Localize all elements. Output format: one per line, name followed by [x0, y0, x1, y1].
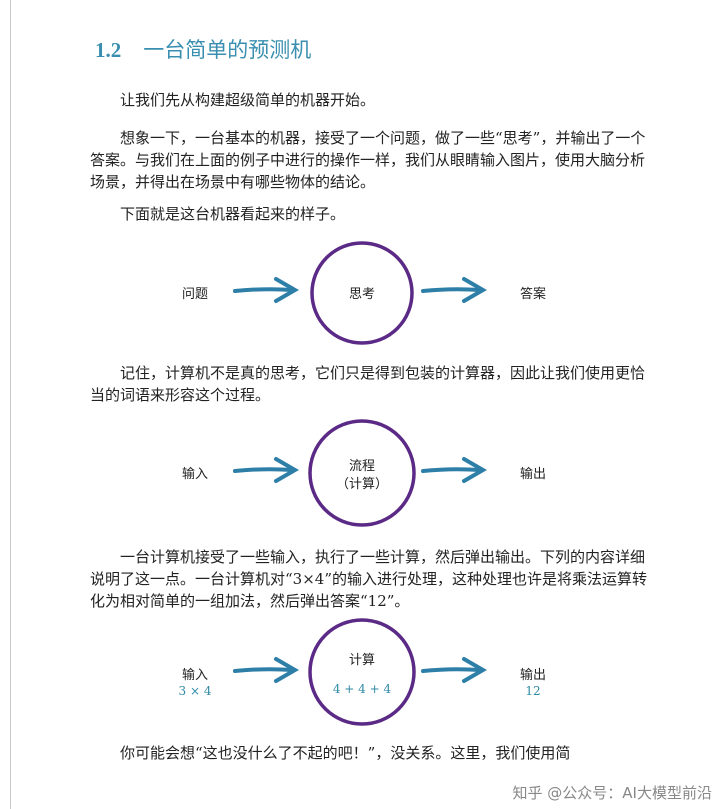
- diagram-process-graphic: [233, 419, 487, 527]
- page-edge-line: [10, 0, 11, 809]
- diagram1-left-label: 问题: [181, 287, 208, 302]
- arrow-in-icon: [233, 457, 299, 483]
- diagram2-center-label: 流程: [348, 459, 375, 474]
- paragraph-5: 一台计算机接受了一些输入，执行了一些计算，然后弹出输出。下列的内容详细说明了这一…: [90, 548, 647, 610]
- arrow-out-icon: [421, 657, 487, 683]
- paragraph-2: 想象一下，一台基本的机器，接受了一个问题，做了一些“思考”，并输出了一个答案。与…: [90, 129, 646, 191]
- watermark: 知乎 @公众号：AI大模型前沿: [512, 782, 712, 803]
- diagram3-right-label: 输出: [519, 668, 546, 683]
- paragraph-4: 记住，计算机不是真的思考，它们只是得到包装的计算器，因此让我们使用更恰当的词语来…: [90, 364, 646, 404]
- arrow-out-icon: [421, 277, 487, 303]
- section-number: 1.2: [95, 38, 122, 62]
- diagram1-center-label: 思考: [348, 287, 375, 302]
- paragraph-3: 下面就是这台机器看起来的样子。: [120, 205, 346, 223]
- diagram-process: 输入 流程 （计算） 输出: [0, 415, 720, 540]
- think-circle: [310, 241, 414, 345]
- arrow-out-icon: [421, 457, 487, 483]
- diagram-think: 问题 思考 答案: [0, 238, 720, 358]
- paragraph-6: 你可能会想“这也没什么了不起的吧！”，没关系。这里，我们使用简: [120, 744, 571, 762]
- diagram1-right-label: 答案: [519, 287, 546, 302]
- diagram3-left-sub: 3 × 4: [178, 684, 212, 698]
- diagram-compute: 输入 3 × 4 计算 4 + 4 + 4 输出 12: [0, 615, 720, 735]
- diagram2-right-label: 输出: [519, 467, 546, 482]
- diagram-compute-graphic: [233, 618, 487, 726]
- diagram3-center-sub: 4 + 4 + 4: [332, 682, 392, 696]
- section-heading: 1.2 一台简单的预测机: [95, 34, 311, 64]
- diagram2-left-label: 输入: [181, 467, 208, 482]
- compute-circle: [308, 618, 416, 726]
- section-title: 一台简单的预测机: [143, 38, 312, 62]
- diagram2-center-sub: （计算）: [335, 477, 388, 492]
- diagram3-left-label: 输入: [181, 668, 208, 683]
- diagram-think-graphic: [233, 241, 487, 345]
- diagram3-center-label: 计算: [348, 653, 375, 668]
- arrow-in-icon: [233, 657, 299, 683]
- diagram3-right-sub: 12: [525, 684, 541, 698]
- arrow-in-icon: [233, 277, 299, 303]
- paragraph-1: 让我们先从构建超级简单的机器开始。: [120, 91, 376, 109]
- process-circle: [308, 419, 416, 527]
